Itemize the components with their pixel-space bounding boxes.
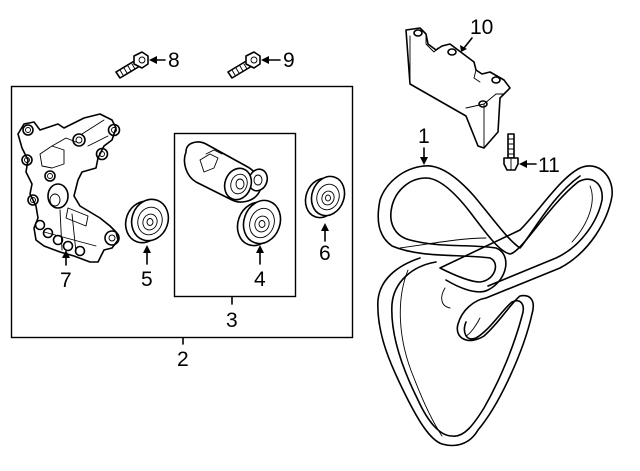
support-bracket-10[interactable] [405,27,511,149]
callout-9[interactable]: 9 [283,49,295,72]
callout-7[interactable]: 7 [60,269,72,292]
bolt-8[interactable] [115,51,149,79]
arrow-9-head [261,56,269,64]
assembly-3-box [173,132,297,298]
callout-11[interactable]: 11 [538,154,560,177]
bolt-11[interactable] [503,133,519,171]
callout-3[interactable]: 3 [226,309,238,332]
serpentine-belt-1[interactable] [377,165,613,447]
idler-pulley-5[interactable] [120,194,174,248]
arrow-4-head [256,245,264,253]
callout-8[interactable]: 8 [168,49,180,72]
arrow-10-head [460,45,467,52]
arrow-10-shaft [463,37,473,49]
arrow-11-head [519,160,527,168]
arrow-7-head [62,250,70,258]
tensioner-pulley-4[interactable] [232,195,287,251]
callout-1[interactable]: 1 [418,125,430,148]
callout-2[interactable]: 2 [177,348,189,371]
callout-6[interactable]: 6 [319,242,331,265]
assembly-2-box [10,85,354,339]
arrow-6-head [321,223,329,231]
callout-10[interactable]: 10 [470,16,493,39]
arrow-8-head [149,56,157,64]
idler-pulley-6[interactable] [300,172,350,223]
mounting-bracket-7[interactable] [17,113,121,263]
callout-4[interactable]: 4 [254,268,266,291]
tensioner-body[interactable] [183,141,270,203]
bolt-9[interactable] [227,51,261,79]
callout-5[interactable]: 5 [141,268,153,291]
arrow-5-head [143,245,151,253]
arrow-1-head [420,157,428,165]
